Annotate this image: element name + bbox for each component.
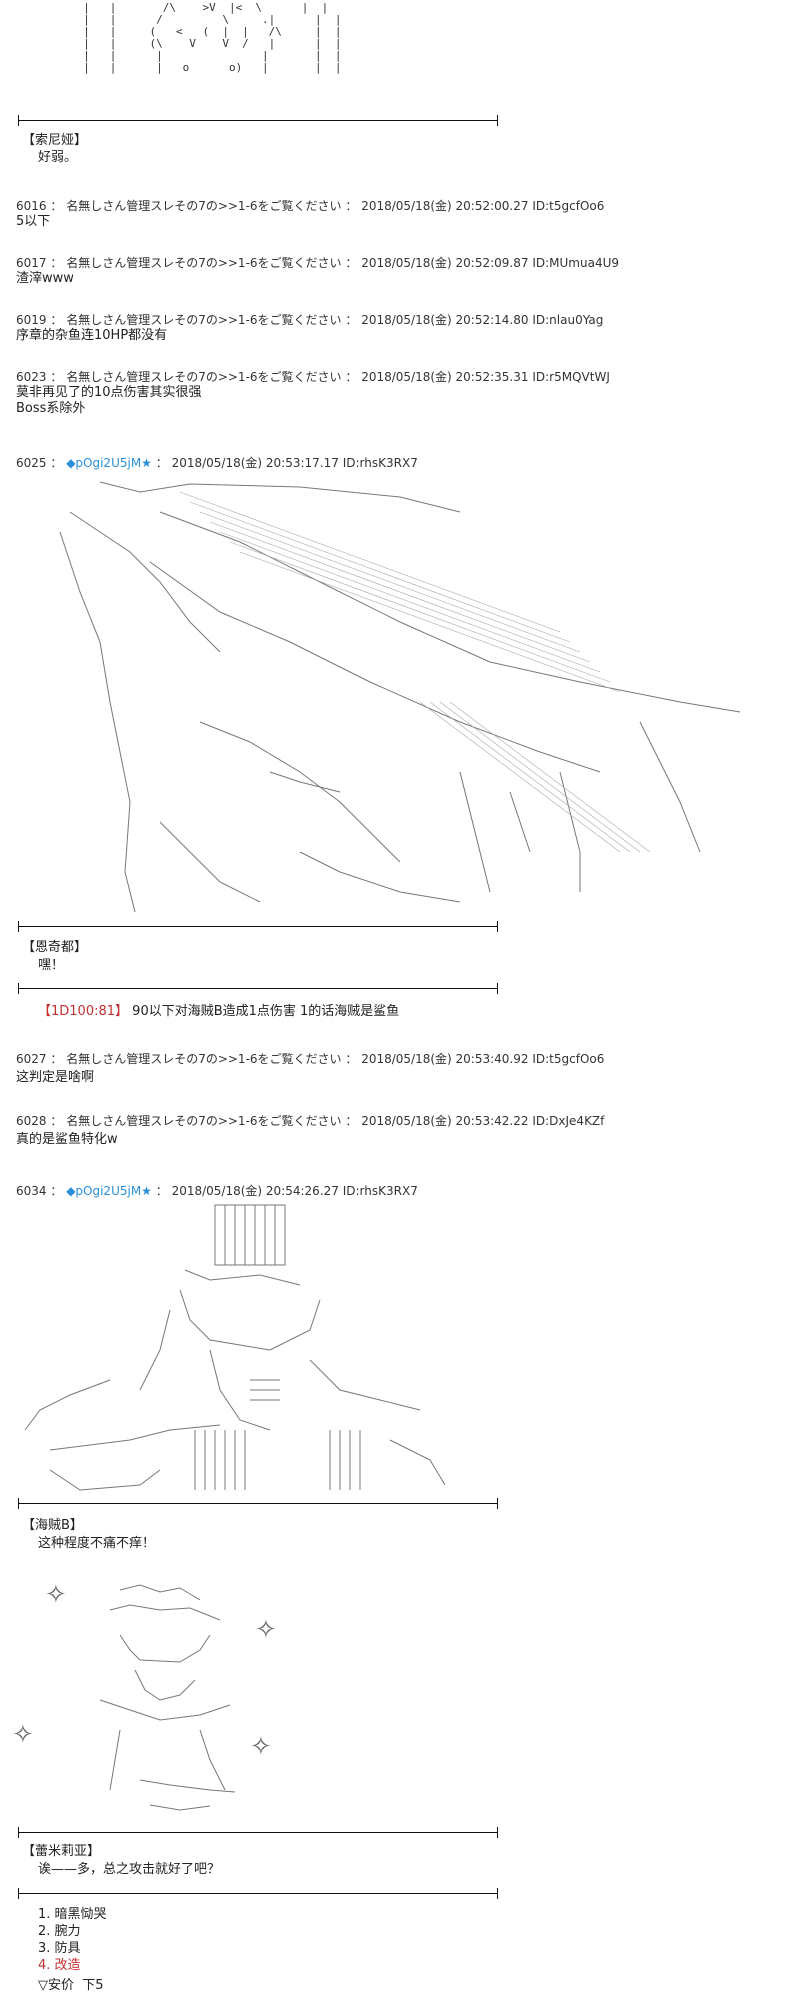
post-header: 6019 ： 名無しさん管理スレその7の>>1-6をご覧ください ： 2018/… — [16, 313, 604, 327]
speaker-name: 【恩奇都】 — [22, 940, 88, 955]
post-body: 渣滓www — [16, 271, 74, 286]
divider — [18, 1827, 498, 1838]
choice-item[interactable]: 1. 暗黑恸哭 — [38, 1907, 107, 1922]
speaker-line: 嘿！ — [38, 958, 65, 973]
star-icon: ★ — [141, 456, 152, 470]
sparkle-icon: ✧ — [255, 1615, 277, 1645]
trip-link[interactable]: ◆pOgi2U5jM — [66, 1184, 142, 1198]
speaker-line: 好弱。 — [38, 150, 78, 165]
speaker-name: 【蕾米莉亚】 — [22, 1844, 101, 1859]
speaker-line: 这种程度不痛不痒！ — [38, 1536, 156, 1551]
choice-item-selected[interactable]: 4. 改造 — [38, 1958, 81, 1973]
post-header: 6016 ： 名無しさん管理スレその7の>>1-6をご覧ください ： 2018/… — [16, 199, 605, 213]
post-header: 6023 ： 名無しさん管理スレその7の>>1-6をご覧ください ： 2018/… — [16, 370, 610, 384]
post-body: 真的是鲨鱼特化w — [16, 1132, 118, 1147]
post-6034-header: 6034 ： ◆pOgi2U5jM★ ： 2018/05/18(金) 20:54… — [16, 1184, 418, 1198]
sparkle-icon: ✧ — [250, 1732, 272, 1762]
sparkle-icon: ✧ — [12, 1720, 34, 1750]
post-body: 这判定是啥啊 — [16, 1070, 95, 1085]
post-body: 莫非再见了的10点伤害其实很强 Boss系除外 — [16, 385, 202, 416]
sparkle-icon: ✧ — [45, 1580, 67, 1610]
post-6025-header: 6025 ： ◆pOgi2U5jM★ ： 2018/05/18(金) 20:53… — [16, 456, 418, 470]
post-header: 6028 ： 名無しさん管理スレその7の>>1-6をご覧ください ： 2018/… — [16, 1114, 605, 1128]
divider — [18, 1888, 498, 1899]
choice-item[interactable]: 3. 防具 — [38, 1941, 81, 1956]
dice-roll: 【1D100:81】 — [38, 1004, 129, 1019]
speaker-name: 【海贼B】 — [22, 1518, 83, 1533]
divider — [18, 983, 498, 994]
divider — [18, 115, 498, 126]
speaker-line: 诶——多，总之攻击就好了吧？ — [38, 1862, 221, 1877]
post-body: 序章的杂鱼连10HP都没有 — [16, 328, 168, 343]
vote-prompt: ▽安价 下5 — [38, 1978, 104, 1993]
speaker-name: 【索尼娅】 — [22, 133, 88, 148]
post-body: 5以下 — [16, 214, 51, 229]
divider — [18, 1498, 498, 1509]
choice-item[interactable]: 2. 腕力 — [38, 1924, 81, 1939]
divider — [18, 921, 498, 932]
trip-link[interactable]: ◆pOgi2U5jM — [66, 456, 142, 470]
ascii-art-remilia — [99, 1584, 236, 1811]
star-icon: ★ — [141, 1184, 152, 1198]
ascii-art-top: | | /\ >V |< \ | | | | / \ .| | | | | ( … — [83, 1, 342, 74]
post-header: 6027 ： 名無しさん管理スレその7の>>1-6をご覧ください ： 2018/… — [16, 1052, 605, 1066]
ascii-art-pirate-b — [24, 1204, 446, 1491]
post-header: 6017 ： 名無しさん管理スレその7の>>1-6をご覧ください ： 2018/… — [16, 256, 620, 270]
ascii-art-enkidu-attack — [59, 481, 741, 913]
dice-result: 【1D100:81】 90以下对海贼B造成1点伤害 1的话海贼是鲨鱼 — [38, 1004, 400, 1019]
